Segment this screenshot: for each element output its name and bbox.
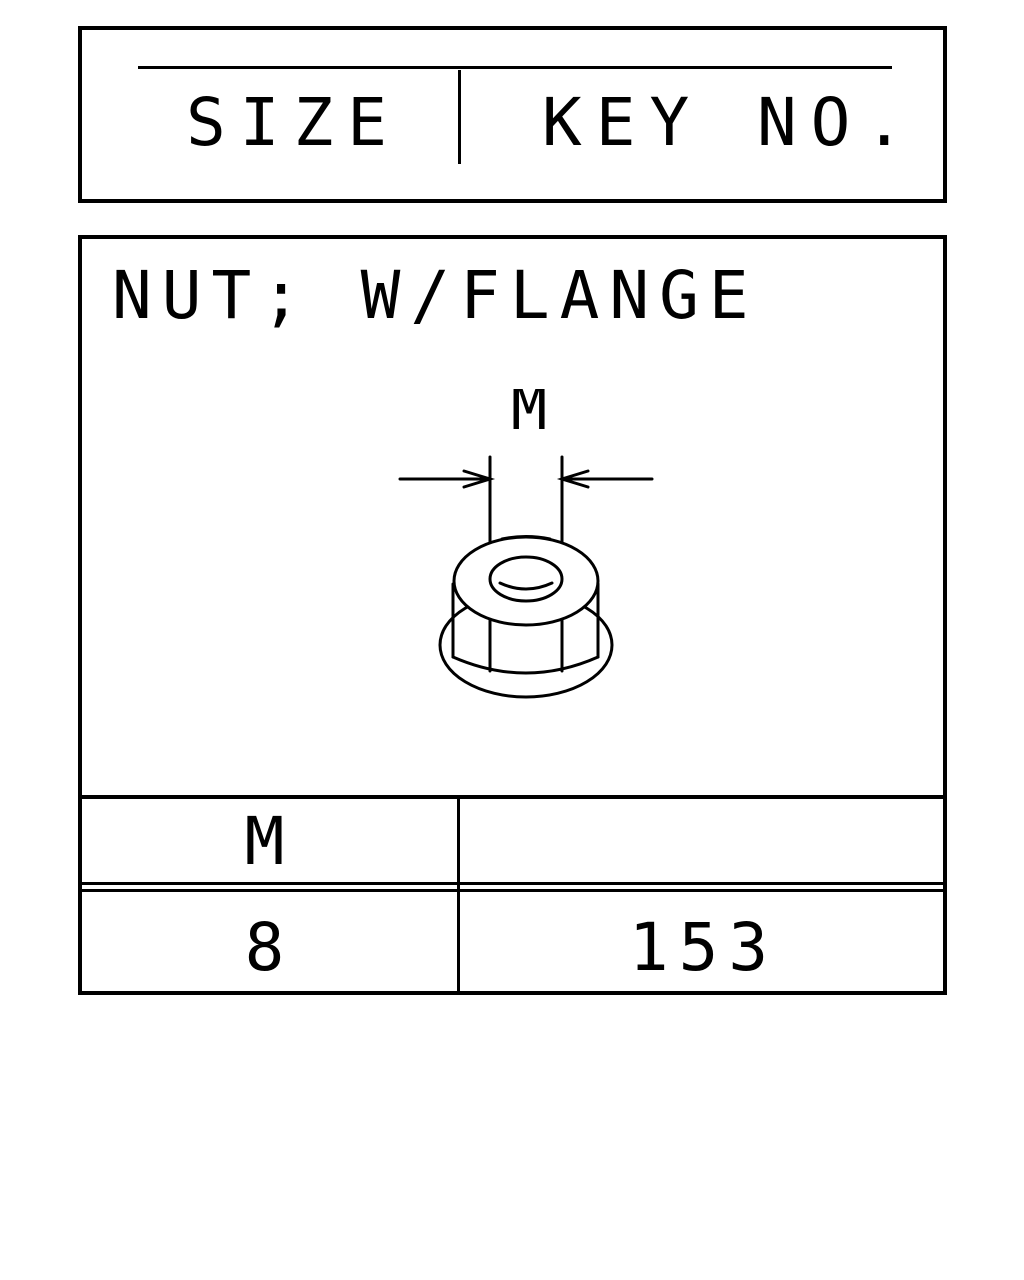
table-cell-key-no: 153 [628,909,779,986]
table-column-divider [457,797,460,991]
header-divider [458,70,461,164]
table-header-rule-b [82,889,943,892]
part-name: NUT; W/FLANGE [112,257,759,334]
dimension-label-m: M [511,389,547,444]
size-header-label: SIZE [186,84,401,161]
part-box: NUT; W/FLANGE M [78,235,947,995]
key-no-header-label: KEY NO. [542,84,919,161]
header-box: SIZE KEY NO. [78,26,947,203]
table-top-rule [82,795,943,799]
column-header-m: M [244,803,295,880]
table-header-rule-a [82,882,943,885]
flange-nut-icon: M [398,389,654,699]
header-top-rule [138,66,892,69]
table-cell-size: 8 [244,909,295,986]
